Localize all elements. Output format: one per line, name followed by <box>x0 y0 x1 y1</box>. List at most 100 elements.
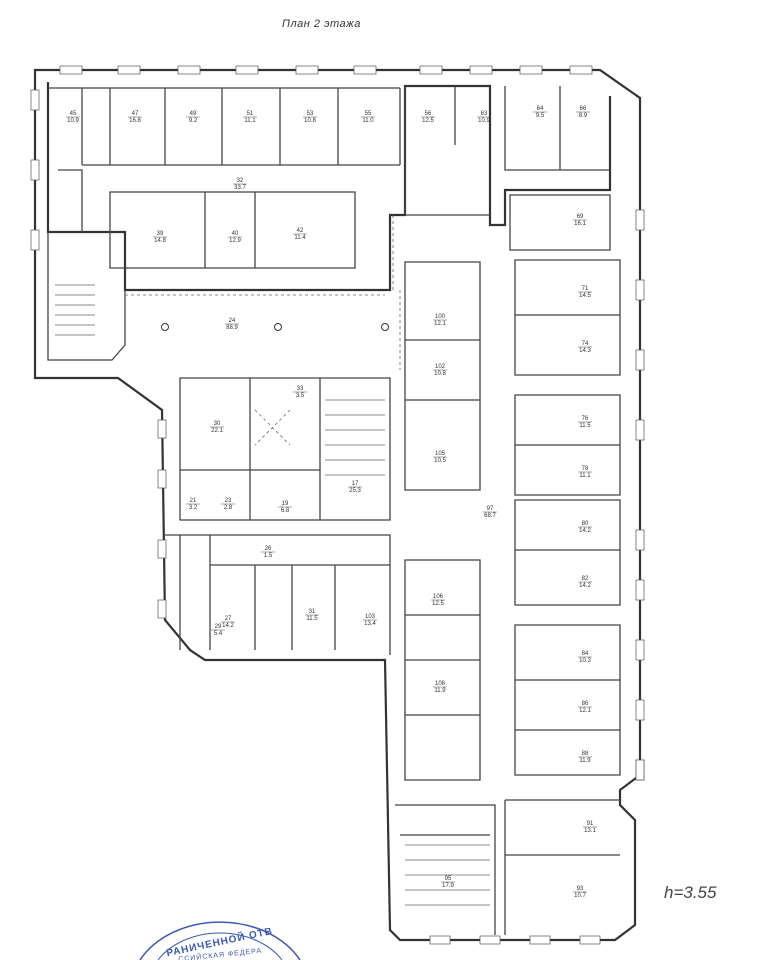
room-area: 16.1 <box>574 221 586 227</box>
room-area: 11.1 <box>244 118 256 124</box>
window-mark <box>635 699 645 721</box>
room-number: 23 <box>225 498 232 504</box>
room-number: 47 <box>132 111 139 117</box>
room-area: 14.3 <box>579 348 591 354</box>
room-number: 93 <box>577 886 584 892</box>
room-number: 88 <box>582 751 589 757</box>
window-mark <box>429 935 451 945</box>
room-number: 86 <box>582 701 589 707</box>
room-area: 11.1 <box>579 473 591 479</box>
room-area: 3.5 <box>296 393 305 399</box>
room-labels: 4510.94716.8499.25111.15310.85511.05612.… <box>66 106 597 899</box>
window-mark <box>635 209 645 231</box>
window-mark <box>635 759 645 781</box>
right-column-rooms <box>514 259 621 776</box>
room-area: 10.7 <box>574 893 586 899</box>
window-mark <box>157 599 167 619</box>
window-mark <box>157 539 167 559</box>
top-right-rooms <box>404 86 611 251</box>
room-area: 14.5 <box>579 293 591 299</box>
room-number: 45 <box>70 111 77 117</box>
room-area: 25.3 <box>349 488 361 494</box>
central-block <box>179 377 391 521</box>
room-area: 10.9 <box>478 118 490 124</box>
room-number: 78 <box>582 466 589 472</box>
room-number: 103 <box>365 614 376 620</box>
bottom-right-block <box>395 799 620 935</box>
corridor-columns <box>161 323 389 331</box>
room-area: 14.8 <box>154 238 166 244</box>
room-number: 40 <box>232 231 239 237</box>
room-number: 42 <box>297 228 304 234</box>
window-mark <box>479 935 501 945</box>
room-area: 12.5 <box>422 118 434 124</box>
room-area: 11.5 <box>306 616 318 622</box>
room-number: 66 <box>580 106 587 112</box>
room-area: 9.5 <box>536 113 545 119</box>
room-area: 12.5 <box>432 601 444 607</box>
room-area: 11.9 <box>579 758 591 764</box>
inner-wall-left-stair <box>47 232 126 361</box>
room-number: 76 <box>582 416 589 422</box>
room-number: 30 <box>214 421 221 427</box>
window-mark <box>117 65 141 75</box>
room-number: 74 <box>582 341 589 347</box>
stairs <box>55 284 490 906</box>
room-area: 10.5 <box>434 458 446 464</box>
room-area: 11.9 <box>434 688 446 694</box>
room-number: 91 <box>587 821 594 827</box>
dashed-guides <box>125 215 401 446</box>
windows <box>30 65 645 945</box>
room-number: 21 <box>190 498 197 504</box>
room-number: 26 <box>265 546 272 552</box>
room-number: 80 <box>582 521 589 527</box>
room-area: 14.2 <box>579 528 591 534</box>
window-mark <box>529 935 551 945</box>
room-number: 24 <box>229 318 236 324</box>
window-mark <box>353 65 377 75</box>
room-number: 106 <box>433 594 444 600</box>
room-area: 11.0 <box>362 118 374 124</box>
room-number: 100 <box>435 314 446 320</box>
room-area: 13.4 <box>364 621 376 627</box>
ceiling-height: h=3.55 <box>664 883 717 902</box>
room-number: 27 <box>225 616 232 622</box>
window-mark <box>295 65 319 75</box>
window-mark <box>30 159 40 181</box>
outer-wall <box>33 68 642 942</box>
window-mark <box>635 349 645 371</box>
room-area: 12.1 <box>579 708 591 714</box>
room-area: 10.8 <box>304 118 316 124</box>
window-mark <box>635 279 645 301</box>
window-mark <box>635 579 645 601</box>
room-number: 64 <box>537 106 544 112</box>
room-area: 33.7 <box>234 185 246 191</box>
room-number: 19 <box>282 501 289 507</box>
window-mark <box>30 89 40 111</box>
room-number: 53 <box>307 111 314 117</box>
lower-left-block <box>165 534 391 655</box>
room-number: 31 <box>309 609 316 615</box>
room-area: 10.3 <box>579 658 591 664</box>
room-number: 32 <box>237 178 244 184</box>
room-number: 82 <box>582 576 589 582</box>
room-number: 71 <box>582 286 589 292</box>
room-number: 49 <box>190 111 197 117</box>
room-number: 102 <box>435 364 446 370</box>
room-number: 17 <box>352 481 359 487</box>
room-number: 51 <box>247 111 254 117</box>
room-area: 17.9 <box>442 883 454 889</box>
room-area: 9.2 <box>189 118 198 124</box>
window-mark <box>579 935 601 945</box>
room-number: 84 <box>582 651 589 657</box>
room-number: 95 <box>445 876 452 882</box>
window-mark <box>635 639 645 661</box>
room-area: 68.7 <box>484 513 496 519</box>
room-area: 16.8 <box>129 118 141 124</box>
room-area: 2.8 <box>224 505 233 511</box>
room-area: 12.9 <box>229 238 241 244</box>
window-mark <box>235 65 259 75</box>
room-area: 22.1 <box>211 428 223 434</box>
stamp: РАНИЧЕННОЙ ОТВ ССИЙСКАЯ ФЕДЕРА <box>139 921 301 960</box>
